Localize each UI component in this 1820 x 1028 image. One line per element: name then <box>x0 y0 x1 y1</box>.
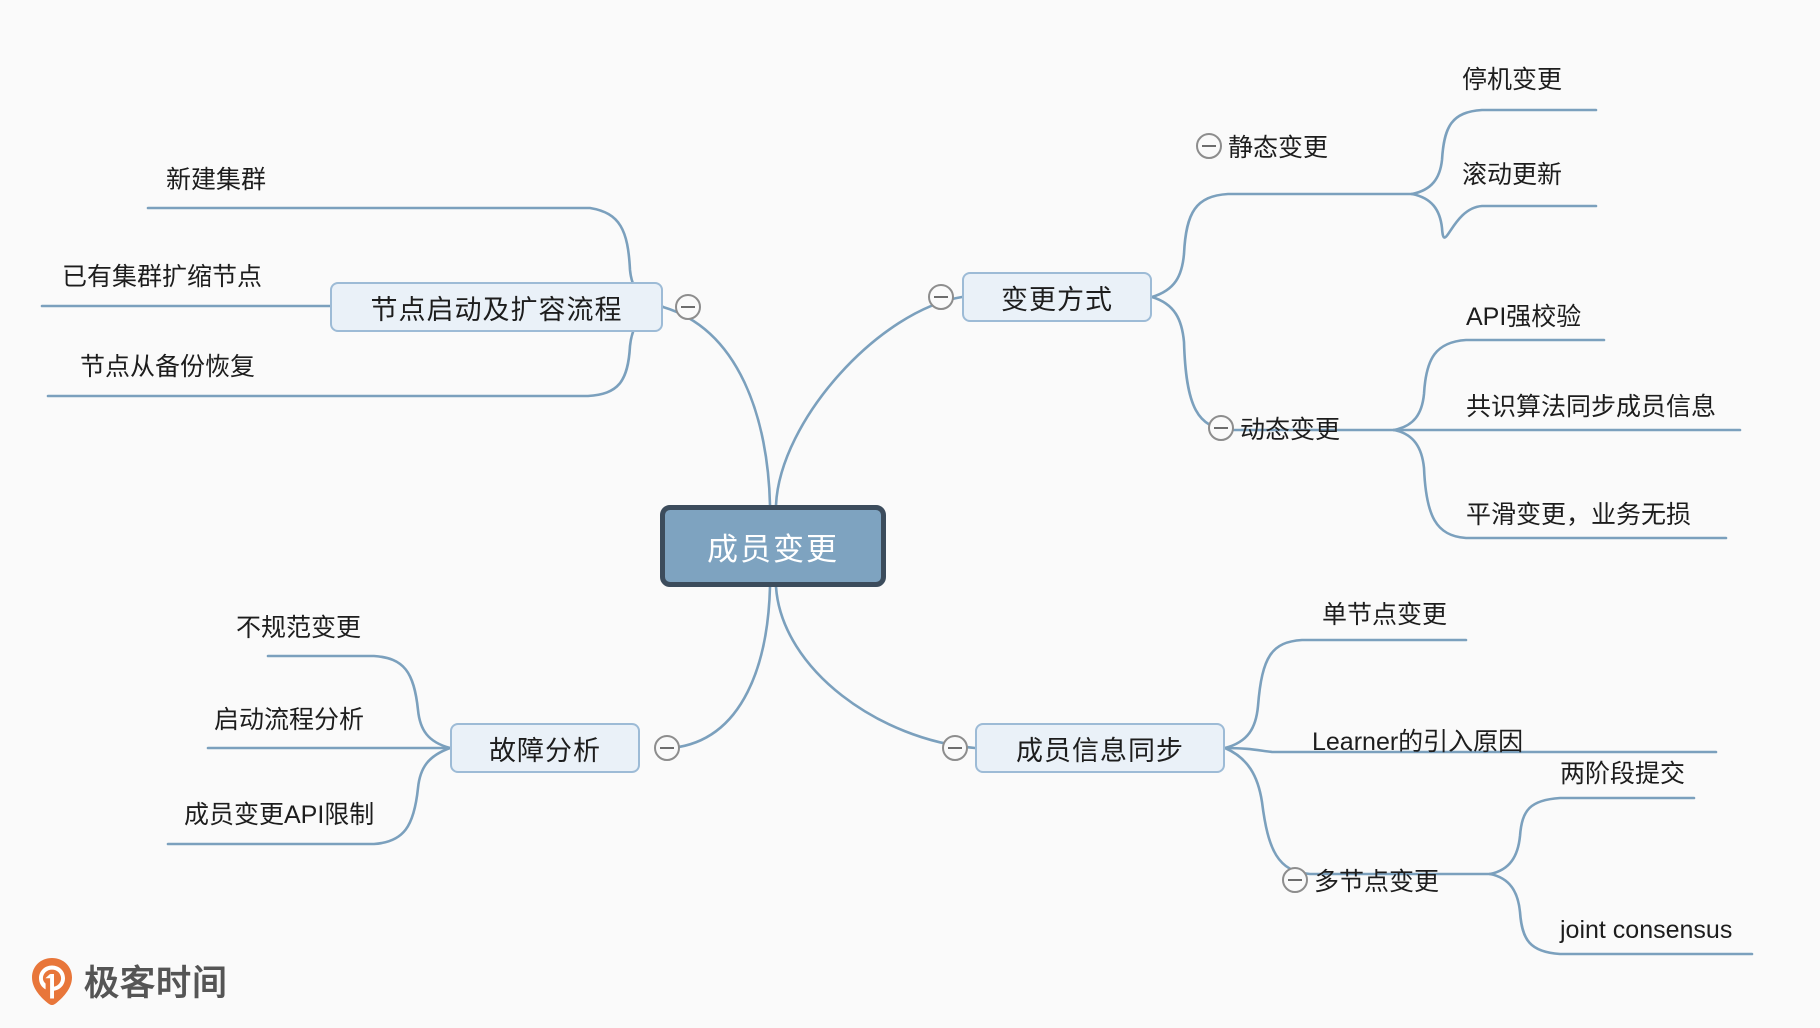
branch-node-startup-scale[interactable]: 节点启动及扩容流程 <box>330 282 663 332</box>
edge-multi-to-two-phase <box>1488 796 1696 876</box>
branch-label-fault-analysis: 故障分析 <box>489 735 601 766</box>
minus-circle-icon-multi-node-change[interactable] <box>1282 867 1308 893</box>
minus-circle-icon-dynamic-change[interactable] <box>1208 415 1234 441</box>
branch-node-change-method[interactable]: 变更方式 <box>962 272 1152 322</box>
edge-change-method-to-static <box>1150 192 1414 299</box>
edge-fault-to-api-limit <box>166 746 452 846</box>
mid-node-multi-node-change[interactable]: 多节点变更 <box>1282 862 1439 898</box>
leaf-shutdown-change[interactable]: 停机变更 <box>1462 68 1562 93</box>
edge-fault-to-irregular <box>266 654 452 750</box>
minus-circle-icon-fault-analysis[interactable] <box>654 735 680 761</box>
branch-label-startup-scale: 节点启动及扩容流程 <box>370 294 623 325</box>
leaf-label-api-strong-check: API强校验 <box>1466 303 1582 331</box>
leaf-label-joint-consensus: joint consensus <box>1560 916 1733 944</box>
edge-root-to-change-method <box>774 295 964 507</box>
branch-node-fault-analysis[interactable]: 故障分析 <box>450 723 640 773</box>
brand-name-label: 极客时间 <box>84 964 229 1003</box>
leaf-two-phase-commit[interactable]: 两阶段提交 <box>1560 762 1685 787</box>
leaf-smooth-no-loss[interactable]: 平滑变更，业务无损 <box>1466 503 1691 528</box>
edge-root-to-fault <box>670 585 772 750</box>
leaf-label-irregular-change: 不规范变更 <box>236 614 362 642</box>
leaf-label-new-cluster: 新建集群 <box>166 166 267 194</box>
root-node[interactable]: 成员变更 <box>660 505 886 587</box>
minus-circle-icon-startup-scale[interactable] <box>675 294 701 320</box>
leaf-label-rolling-update: 滚动更新 <box>1462 161 1563 189</box>
edge-sync-to-multi-node <box>1223 746 1492 876</box>
leaf-api-strong-check[interactable]: API强校验 <box>1466 305 1581 330</box>
leaf-label-single-node-change: 单节点变更 <box>1322 601 1448 629</box>
geektime-pin-logo-icon <box>30 956 74 1006</box>
leaf-label-startup-analysis: 启动流程分析 <box>214 706 365 734</box>
leaf-label-scale-existing: 已有集群扩缩节点 <box>62 263 263 291</box>
mid-label-static-change: 静态变更 <box>1228 134 1329 162</box>
minus-circle-icon-static-change[interactable] <box>1196 133 1222 159</box>
minus-circle-icon-member-info-sync[interactable] <box>942 735 968 761</box>
leaf-label-learner-reason: Learner的引入原因 <box>1312 728 1524 756</box>
leaf-irregular-change[interactable]: 不规范变更 <box>236 616 361 641</box>
leaf-label-shutdown-change: 停机变更 <box>1462 66 1563 94</box>
leaf-label-two-phase-commit: 两阶段提交 <box>1560 760 1686 788</box>
branch-node-member-info-sync[interactable]: 成员信息同步 <box>975 723 1225 773</box>
mid-node-static-change[interactable]: 静态变更 <box>1196 128 1328 164</box>
leaf-restore-backup[interactable]: 节点从备份恢复 <box>80 355 255 380</box>
leaf-scale-existing[interactable]: 已有集群扩缩节点 <box>62 265 262 290</box>
root-node-label: 成员变更 <box>707 531 839 567</box>
brand-watermark: 极客时间 <box>30 955 228 1006</box>
leaf-single-node-change[interactable]: 单节点变更 <box>1322 603 1447 628</box>
edge-root-to-member-sync <box>774 585 977 750</box>
leaf-joint-consensus[interactable]: joint consensus <box>1560 918 1732 943</box>
edge-root-to-node-startup <box>661 305 772 507</box>
edge-static-to-rolling <box>1410 192 1598 239</box>
mid-node-dynamic-change[interactable]: 动态变更 <box>1208 410 1340 446</box>
leaf-consensus-sync[interactable]: 共识算法同步成员信息 <box>1466 395 1716 420</box>
leaf-learner-reason[interactable]: Learner的引入原因 <box>1312 730 1523 755</box>
leaf-label-consensus-sync: 共识算法同步成员信息 <box>1466 393 1717 421</box>
mid-label-dynamic-change: 动态变更 <box>1240 416 1341 444</box>
leaf-label-restore-backup: 节点从备份恢复 <box>80 353 256 381</box>
leaf-label-member-api-limit: 成员变更API限制 <box>184 801 375 829</box>
leaf-rolling-update[interactable]: 滚动更新 <box>1462 163 1562 188</box>
leaf-member-api-limit[interactable]: 成员变更API限制 <box>184 803 374 828</box>
mid-label-multi-node-change: 多节点变更 <box>1314 868 1440 896</box>
branch-label-change-method: 变更方式 <box>1001 284 1113 315</box>
leaf-label-smooth-no-loss: 平滑变更，业务无损 <box>1466 501 1692 529</box>
leaf-startup-analysis[interactable]: 启动流程分析 <box>214 708 364 733</box>
leaf-new-cluster[interactable]: 新建集群 <box>166 168 266 193</box>
branch-label-member-info-sync: 成员信息同步 <box>1016 735 1184 766</box>
minus-circle-icon-change-method[interactable] <box>928 284 954 310</box>
